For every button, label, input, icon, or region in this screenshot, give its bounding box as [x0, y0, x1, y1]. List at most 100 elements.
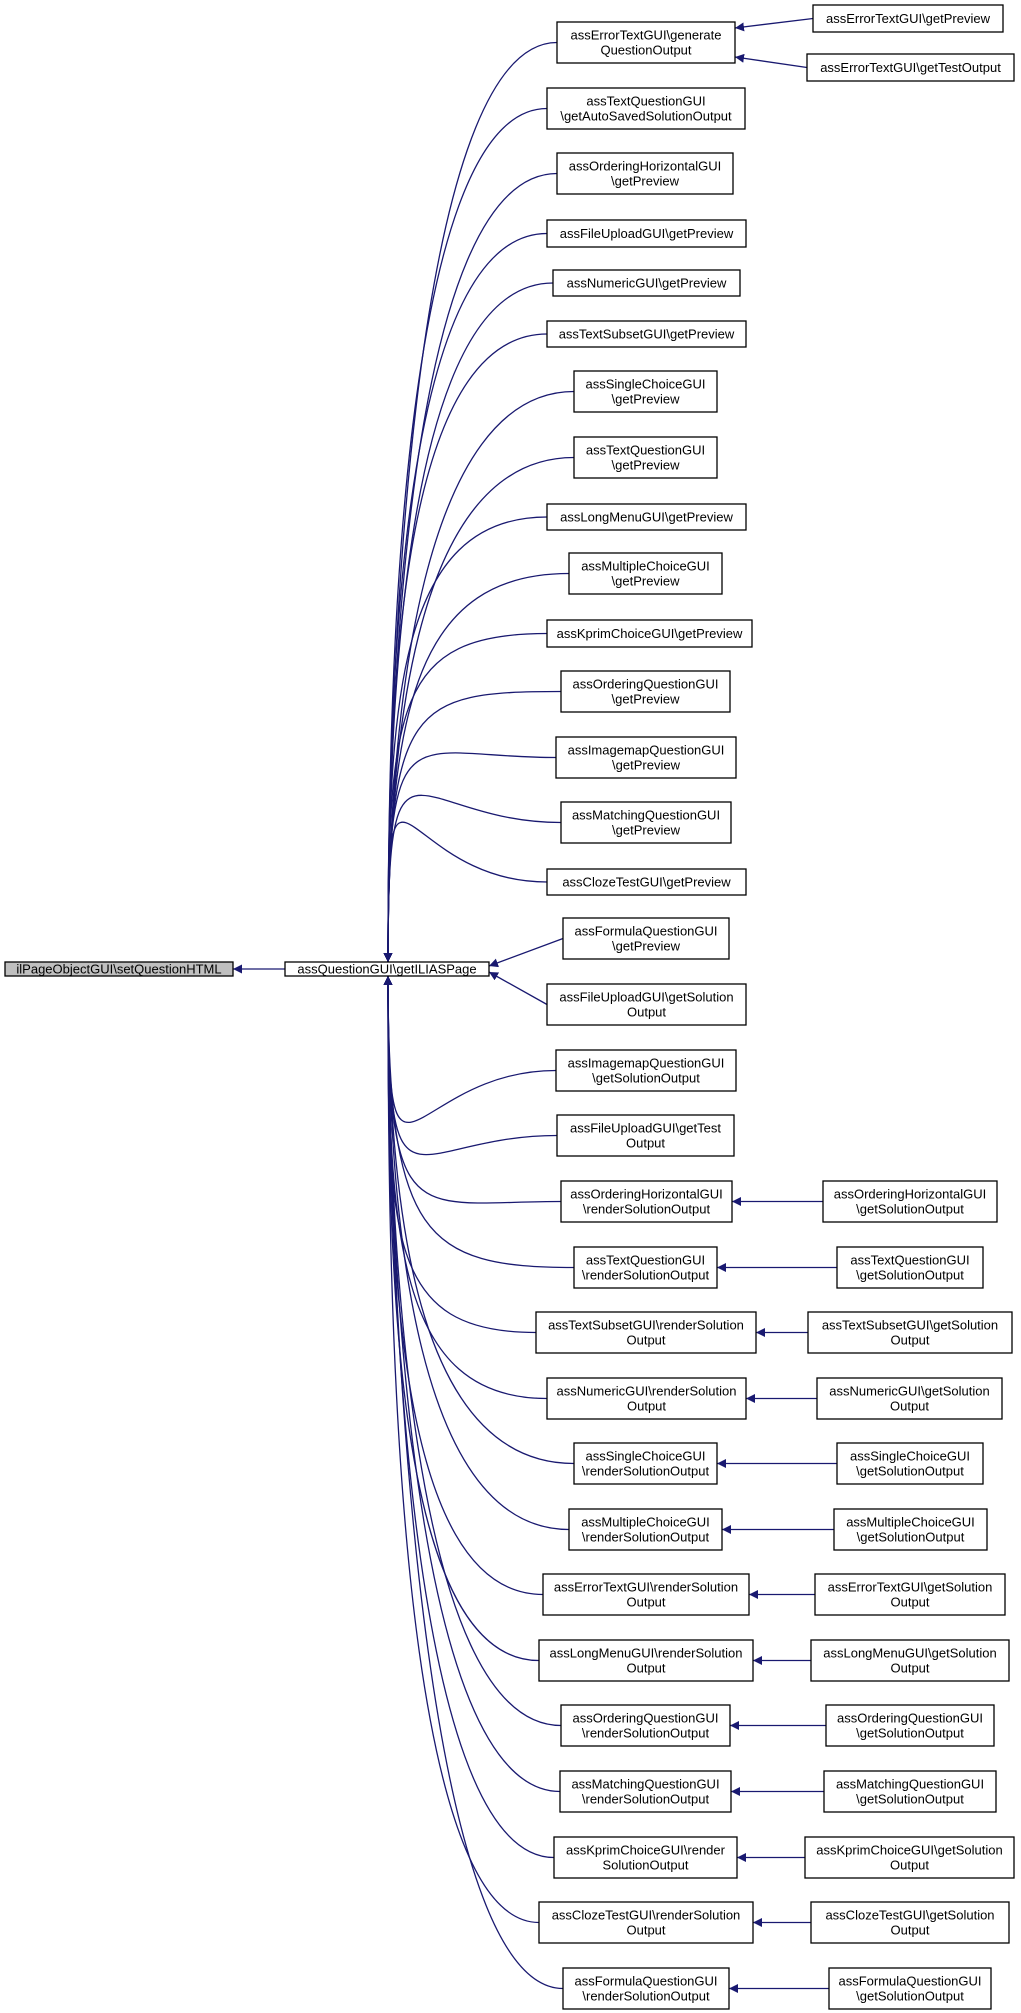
node-n31[interactable]: assFormulaQuestionGUI\renderSolutionOutp…: [562, 1967, 730, 2010]
node-label: \renderSolutionOutput: [582, 1989, 710, 2004]
node-label: Output: [626, 1136, 665, 1151]
node-n14[interactable]: assClozeTestGUI\getPreview: [546, 868, 747, 896]
node-n13[interactable]: assMatchingQuestionGUI\getPreview: [560, 801, 732, 844]
node-r27[interactable]: assOrderingQuestionGUI\getSolutionOutput: [825, 1704, 995, 1747]
node-label: assTextSubsetGUI\renderSolution: [548, 1318, 744, 1333]
node-n26[interactable]: assLongMenuGUI\renderSolutionOutput: [538, 1639, 754, 1682]
node-label: assLongMenuGUI\renderSolution: [550, 1646, 743, 1661]
node-label: assFormulaQuestionGUI: [574, 924, 717, 939]
node-n4[interactable]: assNumericGUI\getPreview: [552, 269, 741, 297]
node-label: assMatchingQuestionGUI: [836, 1777, 984, 1792]
node-label: assMatchingQuestionGUI: [572, 808, 720, 823]
node-n30[interactable]: assClozeTestGUI\renderSolutionOutput: [538, 1901, 754, 1944]
node-r20[interactable]: assTextQuestionGUI\getSolutionOutput: [836, 1246, 984, 1289]
node-n21[interactable]: assTextSubsetGUI\renderSolutionOutput: [535, 1311, 757, 1354]
node-r30[interactable]: assClozeTestGUI\getSolutionOutput: [810, 1901, 1010, 1944]
node-n11[interactable]: assOrderingQuestionGUI\getPreview: [560, 670, 731, 713]
node-label: assClozeTestGUI\renderSolution: [552, 1908, 741, 1923]
node-r0b[interactable]: assErrorTextGUI\getTestOutput: [806, 53, 1015, 82]
node-label: \getSolutionOutput: [592, 1071, 700, 1086]
node-r19[interactable]: assOrderingHorizontalGUI\getSolutionOutp…: [822, 1180, 998, 1223]
node-label: assNumericGUI\getSolution: [829, 1384, 989, 1399]
node-label: assSingleChoiceGUI: [850, 1449, 970, 1464]
node-n2[interactable]: assOrderingHorizontalGUI\getPreview: [556, 152, 734, 195]
node-label: assTextQuestionGUI: [586, 94, 705, 109]
node-box: [555, 736, 737, 779]
node-n10[interactable]: assKprimChoiceGUI\getPreview: [546, 619, 753, 648]
node-label: assMultipleChoiceGUI: [581, 559, 710, 574]
node-r25[interactable]: assErrorTextGUI\getSolutionOutput: [814, 1573, 1006, 1616]
node-r0a[interactable]: assErrorTextGUI\getPreview: [812, 4, 1004, 33]
node-box: [816, 1377, 1003, 1420]
node-n8[interactable]: assLongMenuGUI\getPreview: [546, 503, 747, 531]
node-r28[interactable]: assMatchingQuestionGUI\getSolutionOutput: [823, 1770, 997, 1813]
node-label: assOrderingHorizontalGUI: [569, 159, 721, 174]
node-label: \getSolutionOutput: [856, 1726, 964, 1741]
node-label: assKprimChoiceGUI\render: [566, 1843, 726, 1858]
node-n16[interactable]: assFileUploadGUI\getSolutionOutput: [546, 983, 747, 1026]
node-r24[interactable]: assMultipleChoiceGUI\getSolutionOutput: [833, 1508, 988, 1551]
node-label: assMatchingQuestionGUI: [571, 1777, 719, 1792]
node-n1[interactable]: assTextQuestionGUI\getAutoSavedSolutionO…: [546, 87, 746, 130]
node-box: [810, 1901, 1010, 1944]
node-box: [562, 1967, 730, 2010]
node-n19[interactable]: assOrderingHorizontalGUI\renderSolutionO…: [560, 1180, 733, 1223]
node-box: [836, 1442, 984, 1485]
node-label: \renderSolutionOutput: [582, 1726, 710, 1741]
node-box: [556, 1114, 735, 1157]
node-n18[interactable]: assFileUploadGUI\getTestOutput: [556, 1114, 735, 1157]
edge-n1-to-hub: [383, 107, 548, 963]
node-label: \renderSolutionOutput: [582, 1530, 710, 1545]
node-r29[interactable]: assKprimChoiceGUI\getSolutionOutput: [804, 1836, 1015, 1879]
node-label: assErrorTextGUI\getPreview: [826, 11, 991, 26]
node-r21[interactable]: assTextSubsetGUI\getSolutionOutput: [807, 1311, 1013, 1354]
edge-n28-to-hub: [383, 975, 561, 1793]
node-box: [812, 4, 1004, 33]
node-label: assSingleChoiceGUI: [586, 377, 706, 392]
node-label: assOrderingHorizontalGUI: [834, 1187, 986, 1202]
node-label: \getPreview: [612, 692, 681, 707]
node-r31[interactable]: assFormulaQuestionGUI\getSolutionOutput: [828, 1967, 992, 2010]
edge-n2-to-hub: [383, 172, 558, 963]
node-box: [828, 1967, 992, 2010]
node-n23[interactable]: assSingleChoiceGUI\renderSolutionOutput: [573, 1442, 718, 1485]
node-box: [568, 552, 723, 595]
node-label: Output: [890, 1923, 929, 1938]
node-n25[interactable]: assErrorTextGUI\renderSolutionOutput: [542, 1573, 750, 1616]
edge-n30-to-hub: [383, 975, 540, 1924]
node-hub[interactable]: assQuestionGUI\getILIASPage: [284, 961, 490, 977]
node-label: assErrorTextGUI\getSolution: [828, 1580, 993, 1595]
edge-r0a-to-n0: [734, 17, 814, 32]
node-r23[interactable]: assSingleChoiceGUI\getSolutionOutput: [836, 1442, 984, 1485]
node-box: [822, 1180, 998, 1223]
node-r22[interactable]: assNumericGUI\getSolutionOutput: [816, 1377, 1003, 1420]
edge-n13-to-hub: [383, 794, 562, 963]
edge-n9-to-hub: [383, 572, 570, 963]
node-n12[interactable]: assImagemapQuestionGUI\getPreview: [555, 736, 737, 779]
node-n3[interactable]: assFileUploadGUI\getPreview: [546, 219, 747, 248]
node-n24[interactable]: assMultipleChoiceGUI\renderSolutionOutpu…: [568, 1508, 723, 1551]
node-n5[interactable]: assTextSubsetGUI\getPreview: [546, 320, 747, 348]
node-n28[interactable]: assMatchingQuestionGUI\renderSolutionOut…: [559, 1770, 732, 1813]
node-label: Output: [627, 1005, 666, 1020]
node-n7[interactable]: assTextQuestionGUI\getPreview: [573, 436, 718, 479]
node-label: Output: [890, 1595, 929, 1610]
node-box: [573, 1442, 718, 1485]
node-n9[interactable]: assMultipleChoiceGUI\getPreview: [568, 552, 723, 595]
node-label: assNumericGUI\renderSolution: [557, 1384, 737, 1399]
node-label: ilPageObjectGUI\setQuestionHTML: [16, 962, 221, 977]
node-n22[interactable]: assNumericGUI\renderSolutionOutput: [546, 1377, 747, 1420]
node-r26[interactable]: assLongMenuGUI\getSolutionOutput: [810, 1639, 1010, 1682]
node-n20[interactable]: assTextQuestionGUI\renderSolutionOutput: [573, 1246, 718, 1289]
node-n15[interactable]: assFormulaQuestionGUI\getPreview: [562, 917, 730, 960]
node-n29[interactable]: assKprimChoiceGUI\renderSolutionOutput: [553, 1836, 738, 1879]
node-label: assErrorTextGUI\renderSolution: [554, 1580, 738, 1595]
node-label: Output: [890, 1661, 929, 1676]
node-n17[interactable]: assImagemapQuestionGUI\getSolutionOutput: [555, 1049, 737, 1092]
node-n6[interactable]: assSingleChoiceGUI\getPreview: [573, 370, 718, 413]
node-root[interactable]: ilPageObjectGUI\setQuestionHTML: [4, 961, 234, 977]
edge-n31-to-hub: [383, 975, 564, 1990]
node-n27[interactable]: assOrderingQuestionGUI\renderSolutionOut…: [560, 1704, 731, 1747]
node-box: [560, 801, 732, 844]
